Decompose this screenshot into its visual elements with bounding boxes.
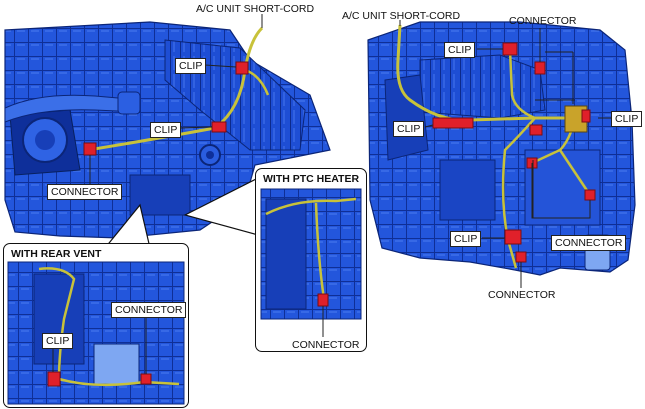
right-connector-bottom-label: CONNECTOR — [488, 289, 556, 301]
left-clip-top-mark — [235, 61, 249, 75]
left-harness — [83, 26, 270, 156]
left-clip-mid-mark — [211, 121, 227, 133]
rear-vent-title: WITH REAR VENT — [11, 248, 102, 260]
right-clip-left-mark — [432, 117, 474, 129]
right-clip-top-mark — [502, 42, 518, 56]
ptc-inset-graphic — [260, 188, 362, 337]
right-shortcord-label: A/C UNIT SHORT-CORD — [342, 10, 461, 22]
right-connector-top-mark — [534, 61, 546, 75]
rear-vent-connector-label: CONNECTOR — [111, 302, 187, 318]
right-clip-top-label: CLIP — [444, 42, 476, 58]
ptc-heater-title: WITH PTC HEATER — [263, 173, 360, 185]
left-shortcord-label: A/C UNIT SHORT-CORD — [196, 3, 315, 15]
left-connector-label: CONNECTOR — [47, 184, 123, 200]
right-clip-bottom-label: CLIP — [450, 231, 482, 247]
rear-vent-clip-mark — [47, 371, 61, 387]
rear-vent-inset-graphic — [7, 261, 185, 405]
right-clip-right-mark — [581, 109, 591, 123]
ptc-connector-label: CONNECTOR — [292, 339, 360, 351]
right-leader-lines — [399, 20, 612, 288]
right-clip-right-label: CLIP — [611, 111, 643, 127]
left-connector-mark — [83, 142, 97, 156]
right-connector-right-mark — [584, 189, 596, 201]
right-connector-right-label: CONNECTOR — [551, 235, 627, 251]
right-clip-left-label: CLIP — [393, 121, 425, 137]
right-connector-top-label: CONNECTOR — [509, 15, 577, 27]
right-connector-bottom-mark — [515, 251, 527, 263]
rear-vent-clip-label: CLIP — [42, 333, 74, 349]
right-clip-bottom-mark — [504, 229, 522, 245]
ptc-connector-mark — [317, 293, 329, 307]
left-clip-top-label: CLIP — [175, 58, 207, 74]
rear-vent-inset: WITH REAR VENT CLIP CONNECTOR — [3, 243, 189, 408]
right-ac-unit — [367, 21, 636, 276]
ptc-heater-inset: WITH PTC HEATER CONNECTOR — [255, 168, 367, 352]
rear-vent-connector-mark — [140, 373, 152, 385]
left-clip-mid-label: CLIP — [150, 122, 182, 138]
left-leader-lines — [89, 14, 263, 184]
